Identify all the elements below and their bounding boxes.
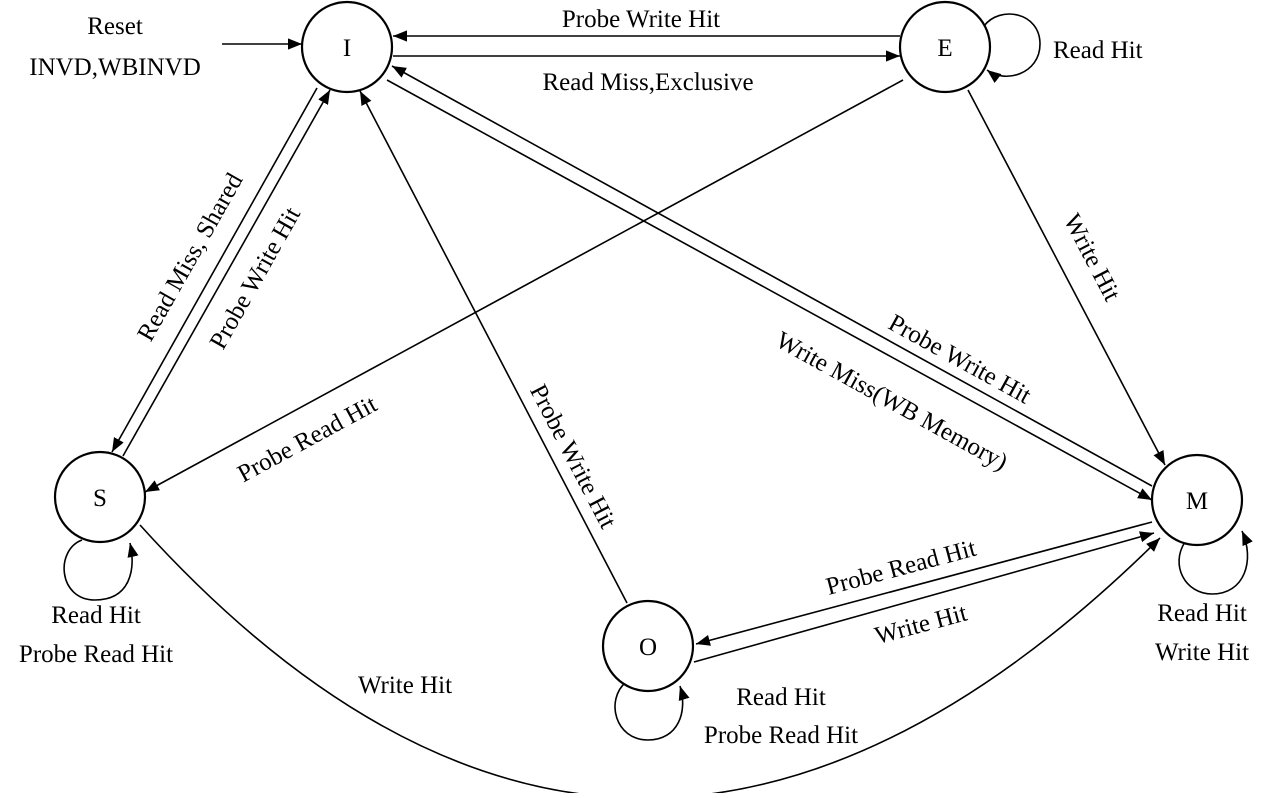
edge-o-to-i [359, 90, 628, 604]
e-to-s-label: Probe Read Hit [233, 391, 381, 488]
edge-e-to-s [144, 79, 904, 493]
s-self-label-2: Probe Read Hit [19, 641, 173, 668]
e-self-label: Read Hit [1053, 37, 1143, 64]
state-i: I [300, 0, 394, 94]
state-s-label: S [93, 485, 107, 512]
edge-s-to-m [139, 524, 1161, 798]
state-i-label: I [343, 35, 351, 62]
state-m: M [1150, 453, 1244, 547]
edge-i-to-s [111, 87, 318, 453]
edge-i-to-m [386, 79, 1153, 501]
state-o-label: O [639, 634, 657, 661]
edge-e-self-loop [983, 13, 1041, 84]
state-o: O [601, 599, 695, 693]
o-to-i-label: Probe Write Hit [524, 380, 621, 533]
o-self-label-1: Read Hit [736, 684, 826, 711]
m-self-label-2: Write Hit [1155, 639, 1249, 666]
state-e-label: E [937, 35, 952, 62]
i-to-m-label: Write Miss(WB Memory) [771, 327, 1012, 476]
s-self-label-1: Read Hit [51, 602, 141, 629]
edge-e-to-m [967, 89, 1166, 466]
edge-m-to-i [391, 65, 1153, 487]
edge-m-self-loop [1178, 530, 1253, 595]
i-to-e-label: Read Miss,Exclusive [542, 69, 753, 96]
state-s: S [53, 450, 147, 544]
edges [63, 13, 1253, 798]
states: I E S M O [53, 0, 1244, 693]
edge-s-to-i [122, 89, 331, 457]
e-to-m-label: Write Hit [1058, 210, 1125, 306]
o-to-m-label: Write Hit [872, 600, 970, 650]
o-self-label-2: Probe Read Hit [704, 722, 858, 749]
m-self-label-1: Read Hit [1157, 600, 1247, 627]
state-e: E [898, 0, 992, 94]
edge-o-to-m [693, 531, 1155, 663]
reset-label: Reset [87, 13, 143, 40]
e-to-i-label: Probe Write Hit [562, 6, 720, 33]
m-to-o-label: Probe Read Hit [823, 535, 979, 601]
edge-s-self-loop [63, 539, 139, 601]
edge-o-self-loop [614, 681, 690, 741]
state-m-label: M [1186, 488, 1208, 515]
invd-wbinvd-label: INVD,WBINVD [29, 54, 201, 81]
edge-m-to-o [695, 521, 1153, 646]
s-to-m-label: Write Hit [358, 672, 452, 699]
